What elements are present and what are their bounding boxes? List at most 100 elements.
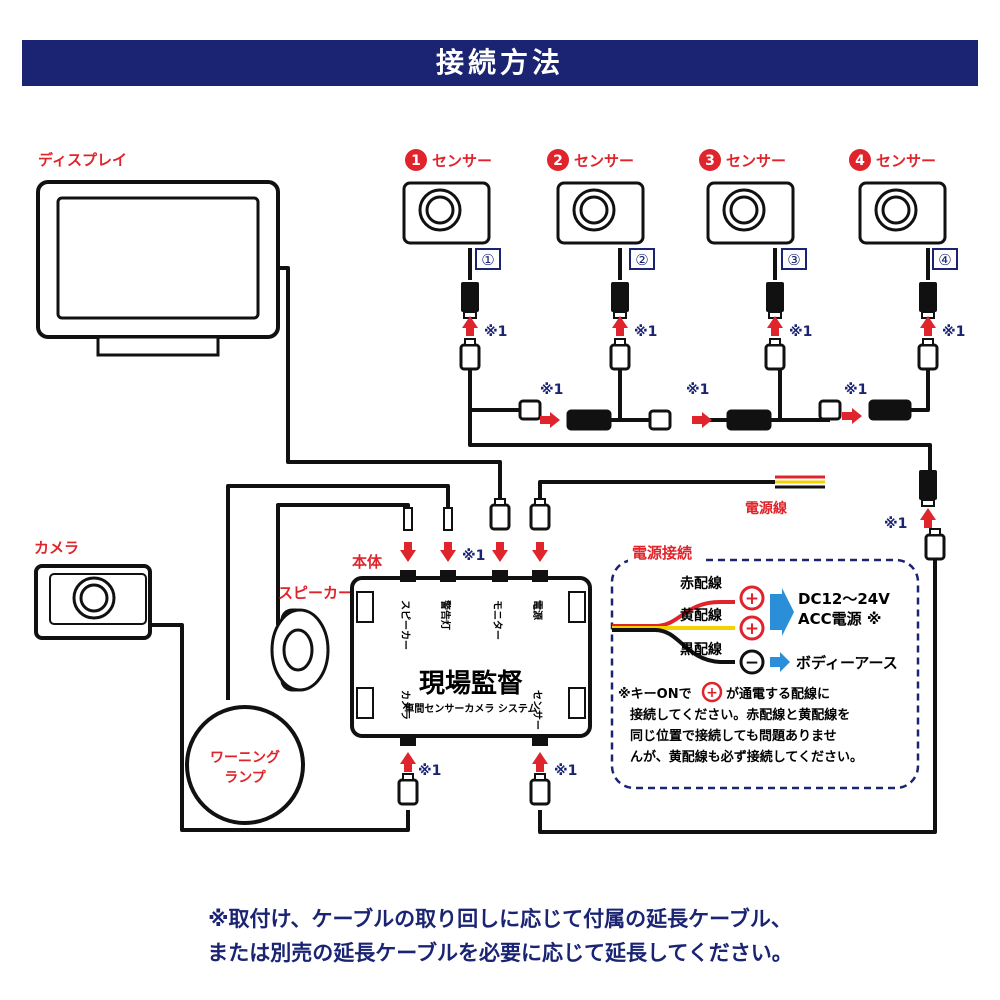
sensor-tag: ① bbox=[481, 251, 494, 269]
extension-plug bbox=[566, 409, 612, 431]
port-label-monitor: モニター bbox=[491, 600, 503, 640]
camera-label: カメラ bbox=[34, 539, 79, 557]
red-arrow-up-icon bbox=[920, 508, 936, 528]
camera-socket bbox=[397, 773, 419, 806]
note-marks: ※1※1※1※1※1※1※1※1※1※1※1 bbox=[418, 324, 965, 779]
note-mark: ※1 bbox=[554, 763, 577, 779]
sensor-number: 4 bbox=[855, 153, 865, 169]
camera-unit bbox=[34, 564, 152, 640]
extension-socket bbox=[818, 399, 842, 421]
unit-top-socket bbox=[489, 498, 511, 531]
unit-pin-plug bbox=[403, 507, 413, 531]
red-wire-label: 赤配線 bbox=[680, 575, 722, 592]
note-mark: ※1 bbox=[634, 324, 657, 340]
red-arrow-down-icon bbox=[400, 542, 416, 562]
note-mark: ※1 bbox=[789, 324, 812, 340]
power-note-prefix: ※キーONで bbox=[618, 687, 692, 702]
red-arrow-up-icon bbox=[612, 316, 628, 336]
sensor-tag: ② bbox=[635, 251, 648, 269]
plus-icon bbox=[739, 615, 765, 641]
sensor-plug bbox=[766, 282, 784, 319]
port-label-speaker: スピーカー bbox=[399, 600, 411, 650]
port-label-sensor: センサー bbox=[531, 690, 543, 730]
unit-label: 本体 bbox=[352, 553, 383, 571]
connectors bbox=[397, 282, 946, 806]
note-mark: ※1 bbox=[942, 324, 965, 340]
sensor-name: センサー bbox=[876, 152, 936, 170]
blue-arrow-icon bbox=[770, 588, 794, 636]
plus-icon bbox=[739, 585, 765, 611]
plus-sign: + bbox=[706, 685, 718, 701]
sensor-socket bbox=[764, 338, 786, 371]
minus-icon bbox=[739, 649, 765, 675]
sensor-1: 1 センサー ① bbox=[402, 149, 501, 270]
red-arrow-down-icon bbox=[532, 542, 548, 562]
ground-label: ボディーアース bbox=[796, 654, 898, 672]
main-unit-body bbox=[350, 570, 592, 746]
sensor-plug bbox=[461, 282, 479, 319]
warning-lamp bbox=[185, 705, 305, 825]
speaker-unit bbox=[270, 608, 330, 692]
red-arrow-down-icon bbox=[492, 542, 508, 562]
black-wire-label: 黒配線 bbox=[680, 641, 722, 658]
sensor-socket bbox=[459, 338, 481, 371]
power-wire-ends bbox=[775, 475, 825, 489]
minus-sign: − bbox=[745, 653, 759, 673]
acc-power-label: ACC電源 ※ bbox=[798, 610, 881, 628]
warning-lamp-label-2: ランプ bbox=[224, 770, 267, 786]
note-mark: ※1 bbox=[462, 548, 485, 564]
sensor-extension-socket bbox=[924, 528, 946, 561]
extension-socket bbox=[648, 409, 672, 431]
sensor-4: 4 センサー ④ bbox=[849, 149, 958, 270]
red-arrow-right-icon bbox=[692, 412, 712, 428]
sensor-extension-plug bbox=[919, 470, 937, 507]
sensor-number-badge bbox=[405, 149, 427, 171]
unit-top-socket bbox=[529, 498, 551, 531]
note-mark: ※1 bbox=[540, 382, 563, 398]
unit-brand-logo: 現場監督 bbox=[419, 668, 523, 699]
extension-plug bbox=[868, 399, 912, 421]
sensor-number-badge bbox=[849, 149, 871, 171]
note-mark: ※1 bbox=[844, 382, 867, 398]
red-arrow-up-icon bbox=[767, 316, 783, 336]
note-mark: ※1 bbox=[418, 763, 441, 779]
blue-arrow-icon bbox=[770, 652, 790, 672]
red-arrow-up-icon bbox=[920, 316, 936, 336]
sensor-tag: ④ bbox=[938, 251, 951, 269]
power-note-suffix: が通電する配線に bbox=[726, 686, 830, 702]
red-arrow-right-icon bbox=[540, 412, 560, 428]
sensor-socket bbox=[917, 338, 939, 371]
note-mark: ※1 bbox=[884, 516, 907, 532]
display-label: ディスプレイ bbox=[38, 151, 127, 169]
extension-plug bbox=[726, 409, 772, 431]
yellow-wire-label: 黄配線 bbox=[680, 607, 722, 624]
sensor-number-badge bbox=[699, 149, 721, 171]
unit-pin-plug bbox=[443, 507, 453, 531]
footnote-line-2: または別売の延長ケーブルを必要に応じて延長してください。 bbox=[207, 941, 793, 965]
sensor-number: 1 bbox=[411, 153, 421, 169]
red-arrow-up-icon bbox=[462, 316, 478, 336]
plus-icon bbox=[701, 681, 723, 703]
plus-sign: + bbox=[745, 589, 759, 609]
power-wire-label: 電源線 bbox=[745, 500, 787, 517]
red-arrow-down-icon bbox=[440, 542, 456, 562]
speaker-label: スピーカー bbox=[278, 584, 353, 602]
plus-sign: + bbox=[745, 619, 759, 639]
title-banner: 接続方法 bbox=[22, 40, 978, 86]
red-arrow-right-icon bbox=[842, 408, 862, 424]
display-monitor bbox=[36, 180, 280, 357]
unit-subtitle: 車間センサーカメラ システム bbox=[404, 702, 537, 715]
red-arrows bbox=[400, 316, 936, 772]
page-title: 接続方法 bbox=[435, 46, 564, 79]
sensor-number-badge bbox=[547, 149, 569, 171]
sensor-port-socket bbox=[529, 773, 551, 806]
power-note-line2: 接続してください。赤配線と黄配線を bbox=[630, 707, 850, 723]
sensor-2: 2 センサー ② bbox=[547, 149, 655, 270]
power-box-wires bbox=[612, 600, 735, 664]
sensor-number: 3 bbox=[705, 153, 715, 169]
power-note-line4: んが、黄配線も必ず接続してください。 bbox=[630, 749, 863, 765]
sensor-name: センサー bbox=[432, 152, 492, 170]
power-connection-box bbox=[610, 540, 920, 790]
footnote-line-1: ※取付け、ケーブルの取り回しに応じて付属の延長ケーブル、 bbox=[208, 907, 792, 931]
